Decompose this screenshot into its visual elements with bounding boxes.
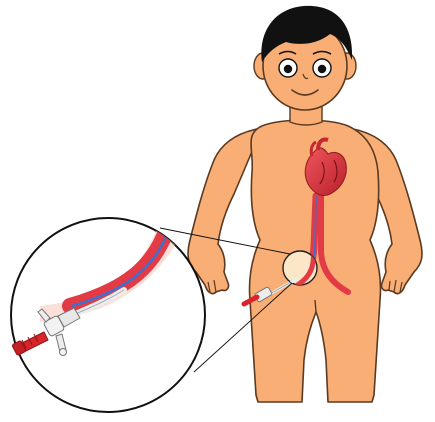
magnifier-lens xyxy=(11,218,205,412)
child-figure xyxy=(188,6,422,402)
leg-separation xyxy=(315,300,316,312)
head xyxy=(254,6,356,110)
